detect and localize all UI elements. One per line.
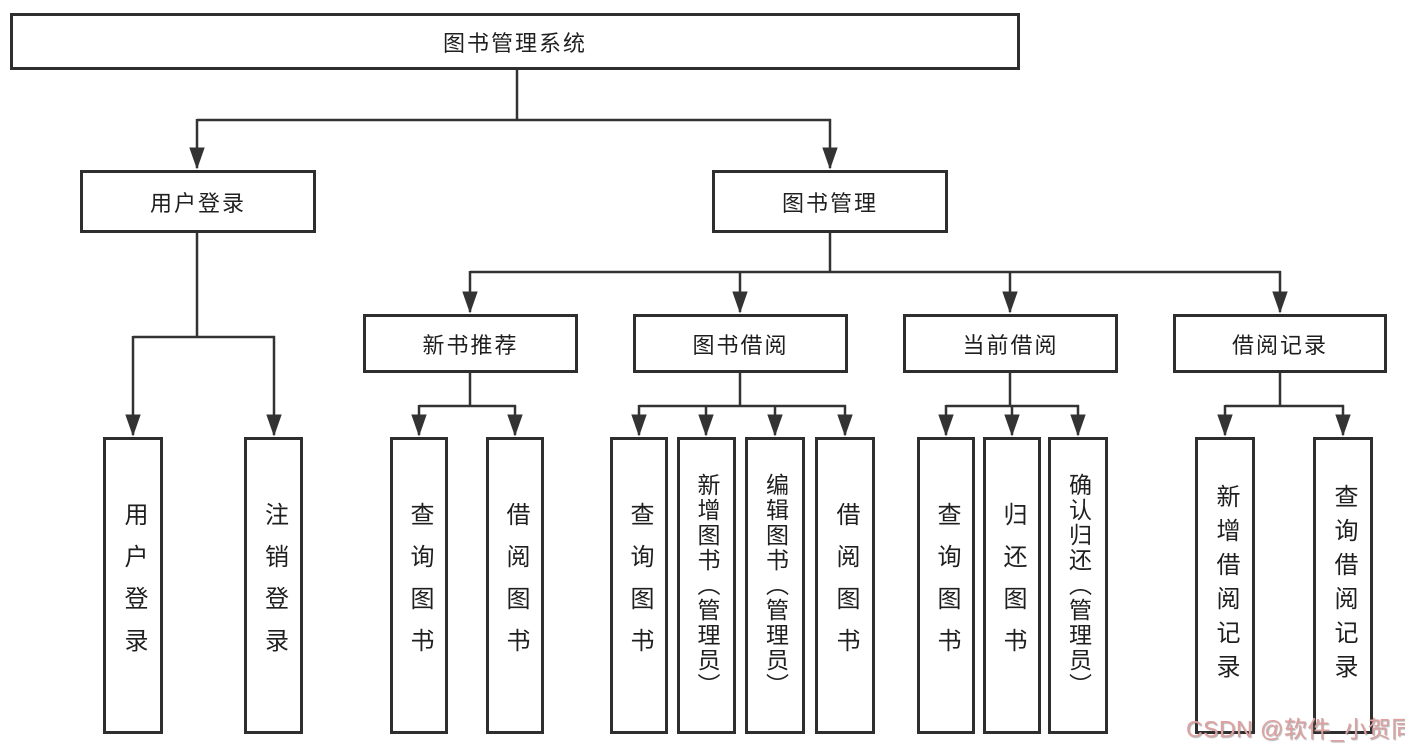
node-label: 图书借阅 [692,332,789,358]
node-book-borrowing: 图书借阅 [633,314,848,373]
node-label: 新增借阅记录 [1212,483,1239,688]
leaf-newbook-query-books: 查询图书 [390,437,448,734]
node-label: 借阅图书 [502,501,529,670]
leaf-current-query-books: 查询图书 [917,437,975,734]
node-label: 图书管理 [781,190,878,216]
leaf-user-login: 用户登录 [103,437,163,734]
node-label: 新增图书（管理员） [694,473,720,698]
leaf-borrowing-query-books: 查询图书 [610,437,668,734]
node-label: 新书推荐 [422,332,519,358]
node-label: 查询图书 [406,501,433,670]
csdn-watermark: CSDN @软件_小贺同学 [1186,716,1405,742]
leaf-records-query-borrow-record: 查询借阅记录 [1313,437,1373,734]
node-label: 借阅图书 [832,501,859,670]
node-new-book-recommend: 新书推荐 [363,314,578,373]
node-label: 查询图书 [933,501,960,670]
node-root-library-system: 图书管理系统 [10,13,1020,70]
node-label: 用户登录 [149,190,246,216]
node-current-borrowing: 当前借阅 [903,314,1118,373]
leaf-current-confirm-return-admin: 确认归还（管理员） [1048,437,1108,734]
node-label: 借阅记录 [1231,332,1328,358]
node-label: 编辑图书（管理员） [762,473,789,698]
node-label: 注销登录 [260,501,288,670]
node-borrow-records: 借阅记录 [1173,314,1387,373]
node-label: 当前借阅 [962,332,1059,358]
node-label: 用户登录 [120,501,147,670]
node-book-management: 图书管理 [712,170,948,233]
leaf-borrowing-edit-books-admin: 编辑图书（管理员） [745,437,805,734]
leaf-logout: 注销登录 [244,437,303,734]
leaf-borrowing-borrow-books: 借阅图书 [815,437,875,734]
leaf-newbook-borrow-books: 借阅图书 [486,437,544,734]
leaf-borrowing-add-books-admin: 新增图书（管理员） [677,437,736,734]
node-user-login: 用户登录 [80,170,316,233]
node-label: 归还图书 [999,501,1026,670]
leaf-current-return-books: 归还图书 [983,437,1041,734]
node-label: 查询借阅记录 [1330,483,1357,688]
node-label: 图书管理系统 [442,30,587,56]
node-label: 查询图书 [626,501,653,670]
leaf-records-add-borrow-record: 新增借阅记录 [1195,437,1255,734]
node-label: 确认归还（管理员） [1065,473,1092,698]
